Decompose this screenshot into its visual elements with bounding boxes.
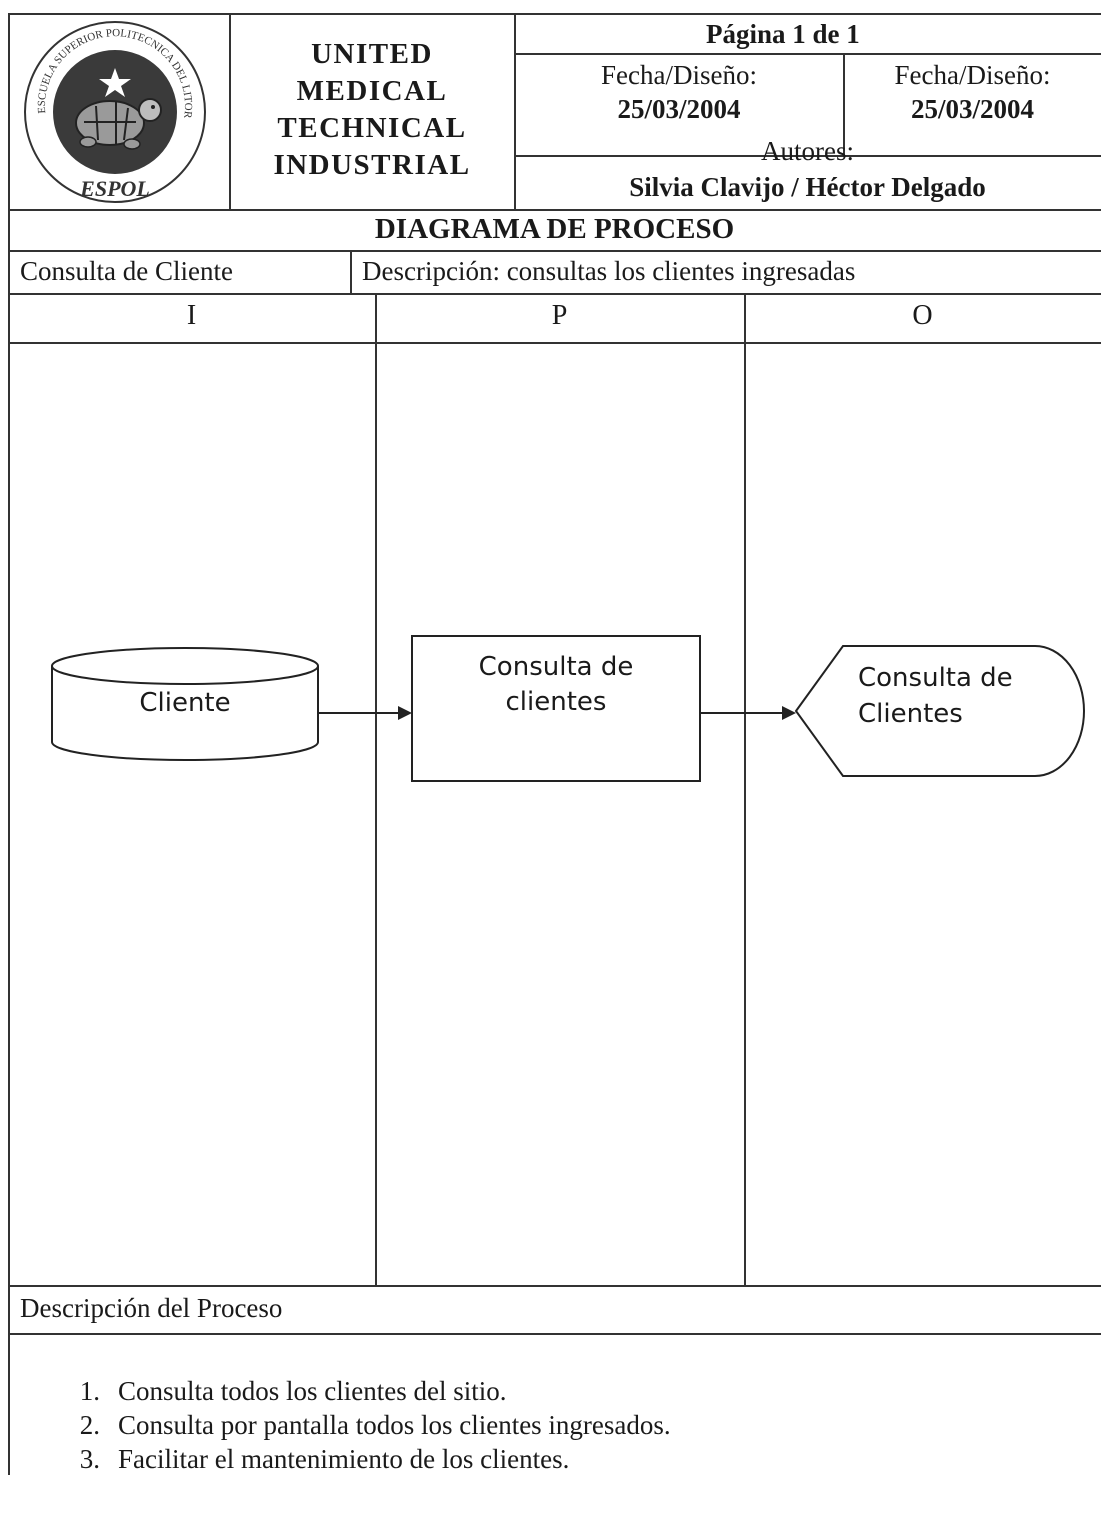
rule-page-bottom [514, 53, 1101, 55]
company-name: UNITED MEDICAL TECHNICAL INDUSTRIAL [232, 36, 512, 184]
flow-arrow-input-to-process [318, 706, 412, 720]
document-title: DIAGRAMA DE PROCESO [374, 213, 735, 245]
design-date-label-1: Fecha/Diseño: [601, 60, 757, 90]
rule-process-bottom [8, 293, 1101, 295]
process-name: Consulta de Cliente [20, 256, 233, 286]
company-line: INDUSTRIAL [273, 149, 471, 181]
process-box-label: Consulta de clientes [412, 650, 700, 720]
list-item-number: 2. [79, 1410, 100, 1440]
list-item-text: Facilitar el mantenimiento de los client… [118, 1444, 570, 1474]
design-date-value-2: 25/03/2004 [910, 94, 1034, 124]
rule-columns-bottom [8, 342, 1101, 344]
rule-desc-heading-bottom [8, 1333, 1101, 1335]
data-store-label: Cliente [139, 688, 231, 718]
espol-logo: ESCUELA SUPERIOR POLITECNICA DEL LITORAL… [16, 9, 210, 206]
logo-name: ESPOL [79, 176, 150, 201]
rule-top [8, 13, 1101, 15]
page-number: Página 1 de 1 [706, 19, 860, 49]
company-line: UNITED [311, 38, 433, 70]
company-line: MEDICAL [296, 75, 448, 107]
rule-company-right [514, 13, 516, 209]
process-description-heading: Descripción del Proceso [20, 1293, 283, 1323]
list-item-text: Consulta por pantalla todos los clientes… [118, 1410, 671, 1440]
display-output-label-line: Consulta de [858, 663, 1013, 693]
rule-column-ip [375, 293, 377, 1285]
process-description: Descripción: consultas los clientes ingr… [362, 256, 856, 286]
rule-header-bottom [8, 209, 1101, 211]
rule-title-bottom [8, 250, 1101, 252]
list-item: 2. Consulta por pantalla todos los client… [52, 1408, 1052, 1442]
process-description-list: 1. Consulta todos los clientes del sitio.… [52, 1374, 1052, 1476]
rule-left [8, 13, 10, 1475]
design-date-label-2: Fecha/Diseño: [894, 60, 1051, 90]
rule-process-middle [350, 250, 352, 293]
rule-dates-middle [843, 53, 845, 155]
column-header-process: P [551, 300, 568, 331]
rule-column-po [744, 293, 746, 1285]
rule-logo-right [229, 13, 231, 209]
flow-arrow-process-to-output [700, 706, 796, 720]
list-item: 1. Consulta todos los clientes del sitio. [52, 1374, 1052, 1408]
column-header-input: I [186, 300, 197, 331]
authors-label: Autores: [761, 136, 854, 166]
column-header-output: O [912, 300, 933, 331]
process-box-label-line: clientes [505, 687, 607, 717]
list-item-text: Consulta todos los clientes del sitio. [118, 1376, 507, 1406]
rule-diagram-bottom [8, 1285, 1101, 1287]
authors-value: Silvia Clavijo / Héctor Delgado [629, 172, 986, 202]
design-date-value-1: 25/03/2004 [617, 94, 741, 124]
process-box-label-line: Consulta de [478, 652, 634, 682]
list-item: 3. Facilitar el mantenimiento de los clie… [52, 1442, 1052, 1476]
rule-dates-bottom [514, 155, 1101, 157]
list-item-number: 1. [79, 1376, 100, 1406]
turtle-seal-icon: ESCUELA SUPERIOR POLITECNICA DEL LITORAL… [16, 9, 206, 203]
company-line: TECHNICAL [277, 112, 467, 144]
list-item-number: 3. [79, 1444, 100, 1474]
display-output-label-line: Clientes [858, 699, 963, 729]
display-output-label: Consulta de Clientes [858, 660, 1013, 732]
